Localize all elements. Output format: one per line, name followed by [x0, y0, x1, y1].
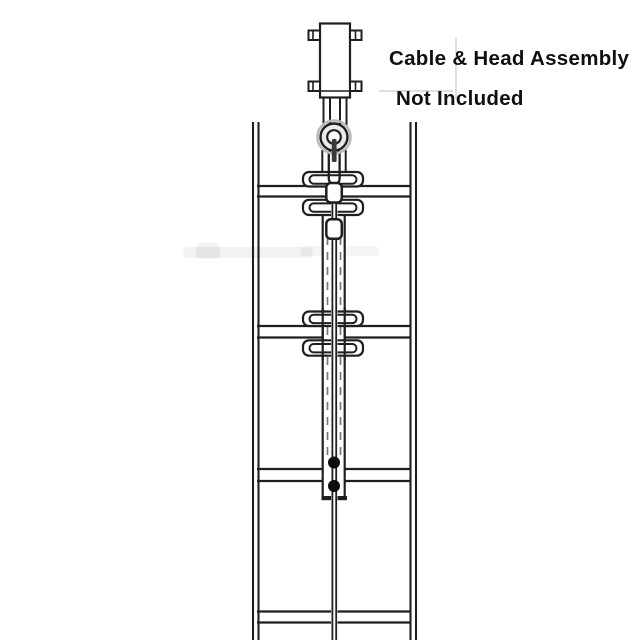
safety-climb-system	[301, 22, 365, 640]
mounting-bolt	[349, 80, 363, 92]
watermark-smudge	[183, 247, 313, 258]
chain-links	[325, 147, 344, 241]
scan-artifacts	[183, 37, 457, 259]
chain-link	[325, 181, 344, 204]
mounting-hole	[328, 456, 340, 469]
ladder-left-rail	[251, 122, 260, 640]
safety-cable	[331, 200, 338, 640]
mounting-bolt	[349, 29, 363, 41]
mounting-bolt	[307, 80, 321, 92]
chain-link	[325, 218, 344, 241]
cable-pin	[331, 139, 337, 162]
annotation-line-1: Cable & Head Assembly	[389, 47, 630, 70]
carrier-rail-through-guide	[321, 308, 346, 360]
head-assembly-box	[318, 22, 352, 99]
annotation-line-2: Not Included	[396, 87, 524, 110]
eye-thimble	[316, 119, 352, 162]
head-assembly-bracket	[307, 22, 363, 99]
ladder-right-rail	[409, 122, 418, 640]
shackle-side-straps	[321, 150, 347, 174]
watermark-smudge	[196, 243, 220, 259]
annotation: Cable & Head Assembly Not Included	[389, 47, 630, 110]
mounting-holes	[328, 456, 340, 492]
mounting-bolt	[307, 29, 321, 41]
mounting-hole	[328, 480, 340, 492]
